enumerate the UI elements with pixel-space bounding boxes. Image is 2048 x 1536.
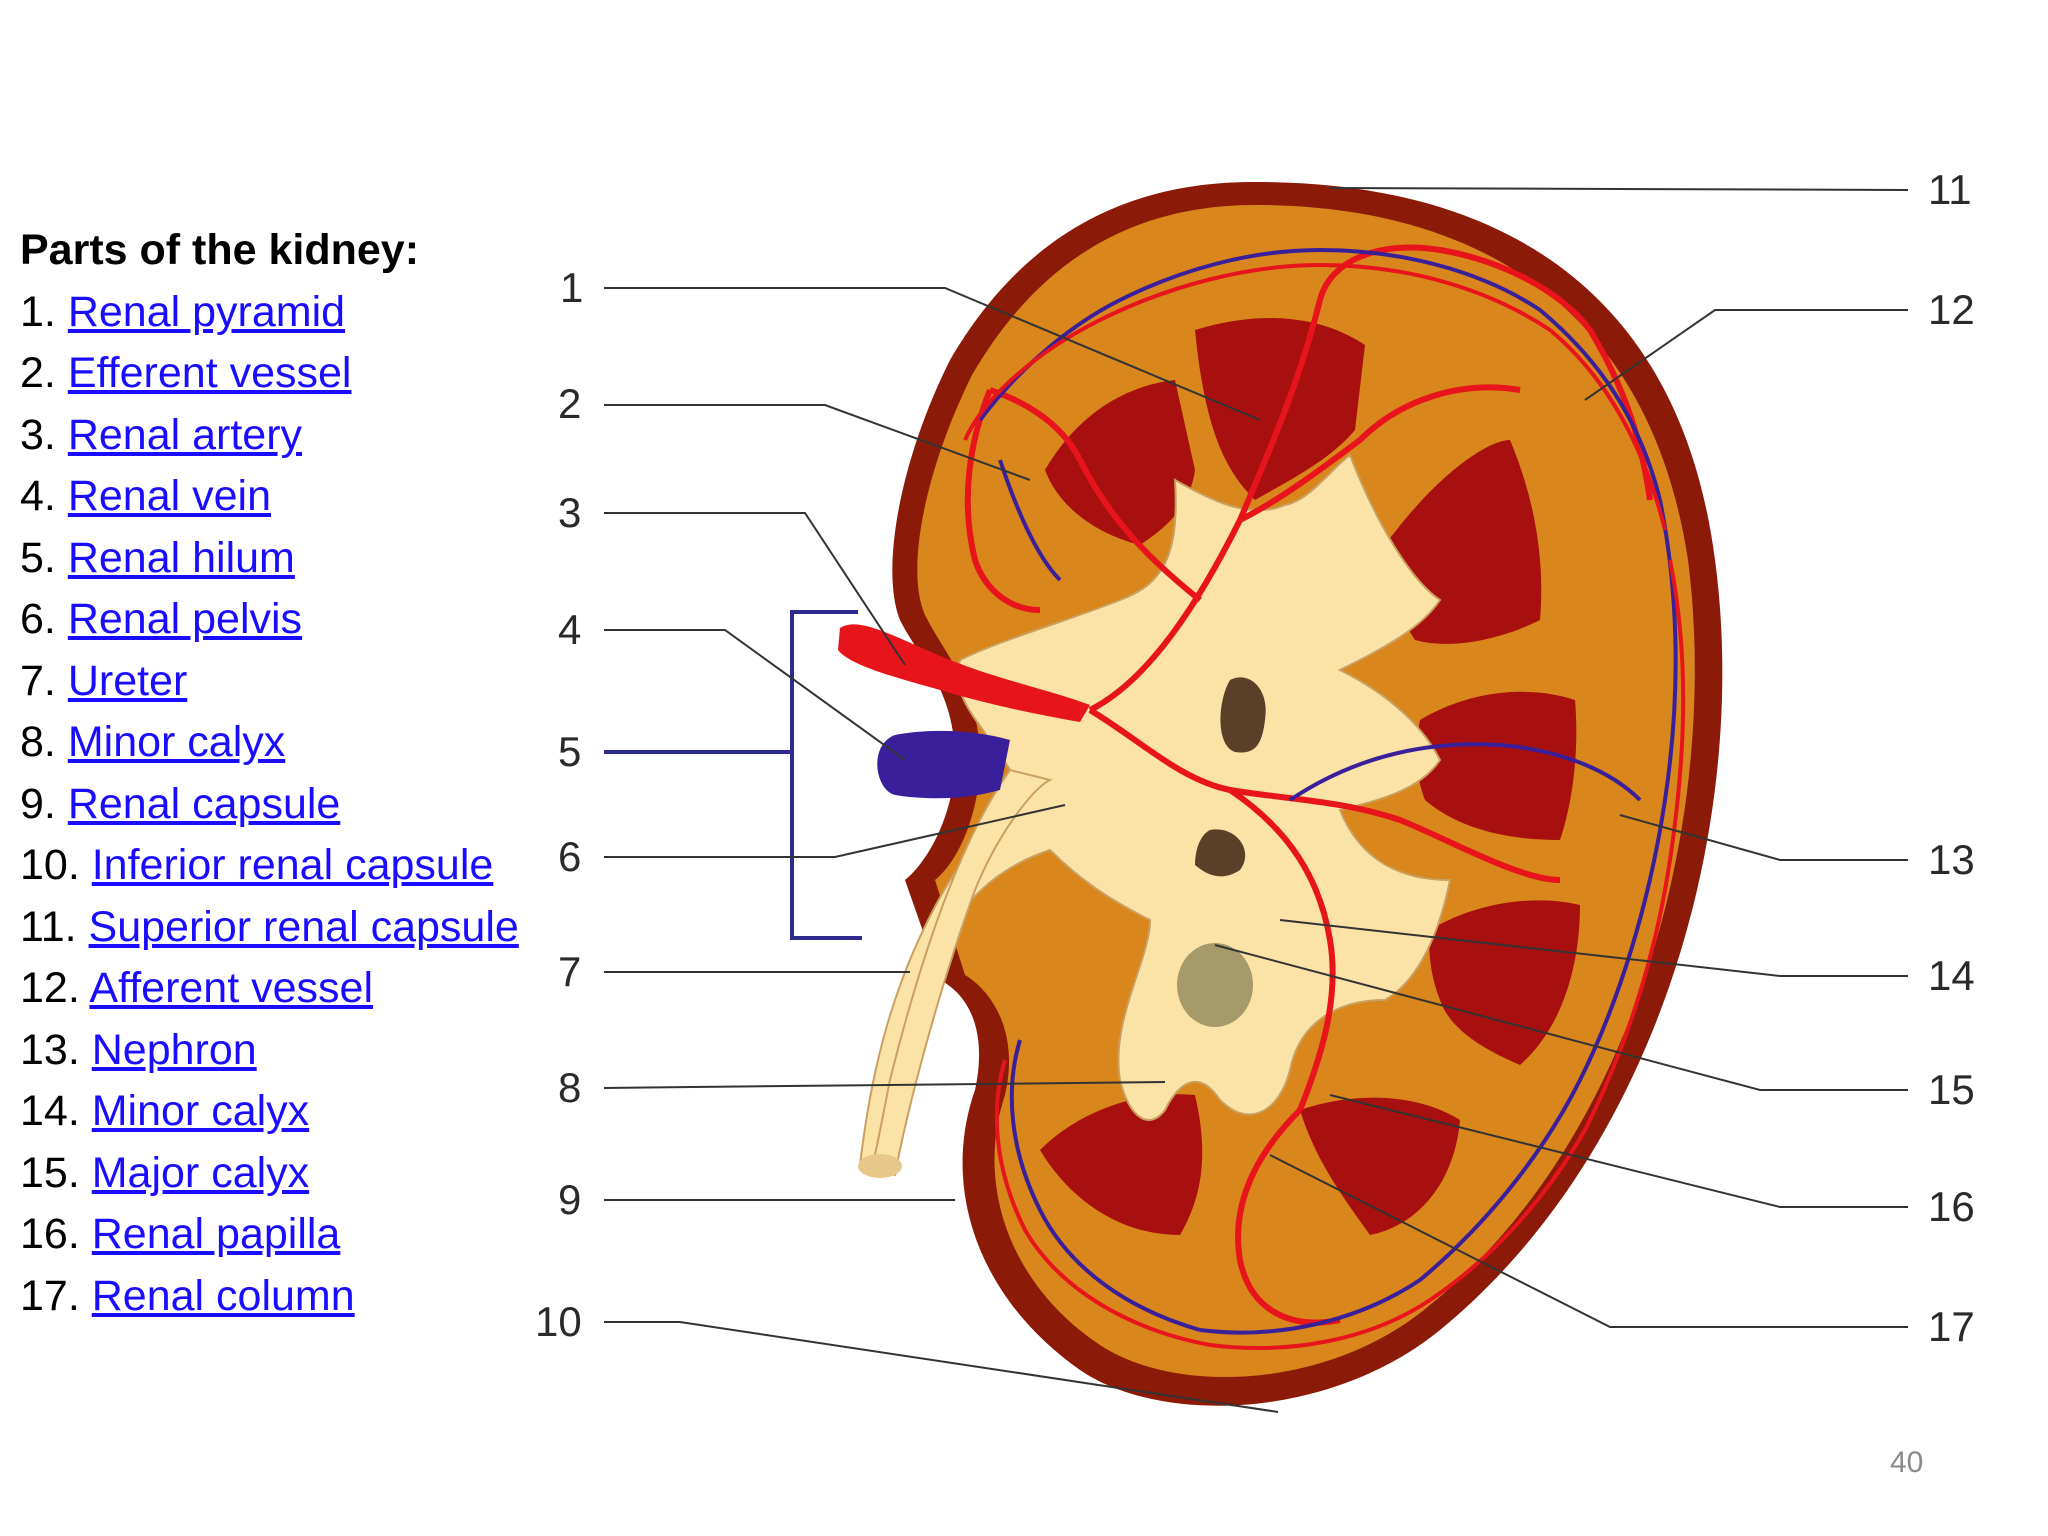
hilum-bracket [604,610,862,940]
label-4: 4 [558,606,581,653]
legend-item-link[interactable]: Renal artery [67,410,303,459]
legend-item: 8. Minor calyx [20,712,540,774]
label-9: 9 [558,1176,581,1223]
legend-item-number: 6. [20,595,56,643]
pyramid [1195,318,1365,500]
legend-item-link[interactable]: Renal pelvis [67,595,303,643]
parts-legend: Parts of the kidney: 1. Renal pyramid 2.… [20,220,540,1327]
legend-item-link[interactable]: Minor calyx [67,718,286,766]
pyramid [1045,380,1195,545]
legend-item-number: 4. [20,472,56,520]
legend-item-link[interactable]: Renal capsule [67,779,341,828]
legend-item-link[interactable]: Renal papilla [91,1210,341,1258]
label-2: 2 [558,380,581,427]
legend-item-number: 12. [20,964,80,1012]
label-1: 1 [560,264,583,311]
calyx-opening [1195,829,1246,877]
label-10: 10 [535,1298,582,1345]
legend-item-number: 15. [20,1148,80,1197]
label-7: 7 [558,948,581,995]
legend-item: 6. Renal pelvis [20,589,540,651]
slide-number: 40 [1890,1446,1924,1479]
legend-item-number: 10. [20,841,80,889]
legend-heading: Parts of the kidney: [20,226,420,274]
legend-item-link[interactable]: Afferent vessel [89,964,373,1012]
calyx-opening [1177,943,1253,1027]
legend-item: 2. Efferent vessel [20,343,540,405]
legend-item-number: 9. [20,779,56,828]
label-17: 17 [1928,1303,1975,1350]
legend-item: 9. Renal capsule [20,774,540,836]
vein-network [978,247,1678,1335]
ureter-opening [858,1154,902,1178]
legend-item-number: 5. [20,533,56,582]
legend-item-number: 14. [20,1087,80,1135]
renal-artery [838,624,1090,722]
legend-item-number: 11. [20,902,77,951]
legend-item-number: 3. [20,410,56,459]
ureter [868,768,1053,1177]
calyx-opening [1220,677,1266,753]
legend-item: 17. Renal column [20,1266,540,1328]
legend-item-number: 16. [20,1210,80,1258]
legend-item-link[interactable]: Renal vein [67,472,272,520]
pyramid [1416,691,1577,840]
legend-item: 12. Afferent vessel [20,958,540,1020]
legend-item-link[interactable]: Minor calyx [91,1087,310,1135]
renal-vein [877,730,1010,799]
legend-item-link[interactable]: Ureter [67,656,188,705]
leader-lines [603,187,1909,1413]
legend-item-number: 1. [20,287,56,336]
artery-branches [964,244,1653,1326]
legend-item-link[interactable]: Inferior renal capsule [91,841,494,889]
label-12: 12 [1928,286,1975,333]
label-14: 14 [1928,952,1975,999]
label-6: 6 [558,833,581,880]
legend-item-number: 17. [20,1271,80,1320]
legend-item-number: 8. [20,718,56,766]
legend-item-link[interactable]: Renal pyramid [67,287,346,336]
label-13: 13 [1928,836,1975,883]
diagram-number-labels: 1 2 3 4 5 6 7 8 9 10 11 12 13 14 15 16 1… [535,166,1975,1350]
legend-item: 15. Major calyx [20,1143,540,1205]
label-16: 16 [1928,1183,1975,1230]
legend-item-link[interactable]: Renal hilum [67,533,295,582]
legend-item: 1. Renal pyramid [20,282,540,344]
legend-item: 3. Renal artery [20,405,540,467]
legend-item: 7. Ureter [20,651,540,713]
legend-item: 4. Renal vein [20,466,540,528]
legend-item: 16. Renal papilla [20,1204,540,1266]
legend-item: 11. Superior renal capsule [20,897,540,959]
legend-item-link[interactable]: Renal column [91,1271,355,1320]
artery-network [963,262,1686,1350]
label-11: 11 [1928,166,1972,213]
pyramid [1040,1094,1203,1235]
legend-item: 10. Inferior renal capsule [20,835,540,897]
legend-item-link[interactable]: Major calyx [91,1148,310,1197]
legend-item-link[interactable]: Nephron [91,1025,257,1074]
label-3: 3 [558,489,581,536]
label-8: 8 [558,1064,581,1111]
legend-item: 14. Minor calyx [20,1081,540,1143]
legend-item-link[interactable]: Superior renal capsule [88,902,519,951]
legend-item-number: 2. [20,349,56,397]
legend-item-number: 7. [20,656,56,705]
legend-item-link[interactable]: Efferent vessel [67,349,352,397]
pyramid [1300,1097,1460,1235]
legend-item: 13. Nephron [20,1020,540,1082]
legend-item: 5. Renal hilum [20,528,540,590]
label-5: 5 [558,728,581,775]
legend-item-number: 13. [20,1025,80,1074]
label-15: 15 [1928,1066,1975,1113]
